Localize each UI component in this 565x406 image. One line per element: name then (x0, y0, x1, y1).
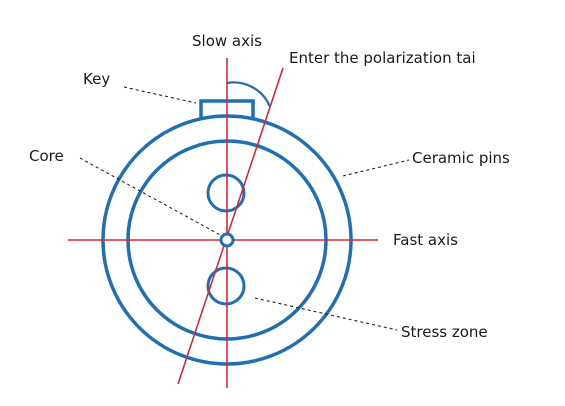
key-leader (123, 86, 197, 104)
stress-rod-lower (206, 266, 246, 306)
polarization-line (177, 67, 284, 385)
fast-axis-label: Fast axis (393, 231, 458, 249)
polarization-angle-arc (226, 81, 272, 108)
key-label: Key (83, 70, 110, 88)
stress-rod-upper (206, 173, 246, 213)
core-label: Core (29, 147, 64, 165)
stress-zone-leader (254, 297, 398, 331)
ceramic-pins-leader (342, 159, 410, 177)
core-leader (79, 157, 223, 237)
stress-zone-label: Stress zone (401, 323, 488, 341)
ceramic-pins-label: Ceramic pins (412, 149, 510, 167)
polarization-label: Enter the polarization tai (289, 49, 476, 67)
slow-axis-label: Slow axis (192, 32, 262, 50)
core-circle (219, 232, 235, 248)
